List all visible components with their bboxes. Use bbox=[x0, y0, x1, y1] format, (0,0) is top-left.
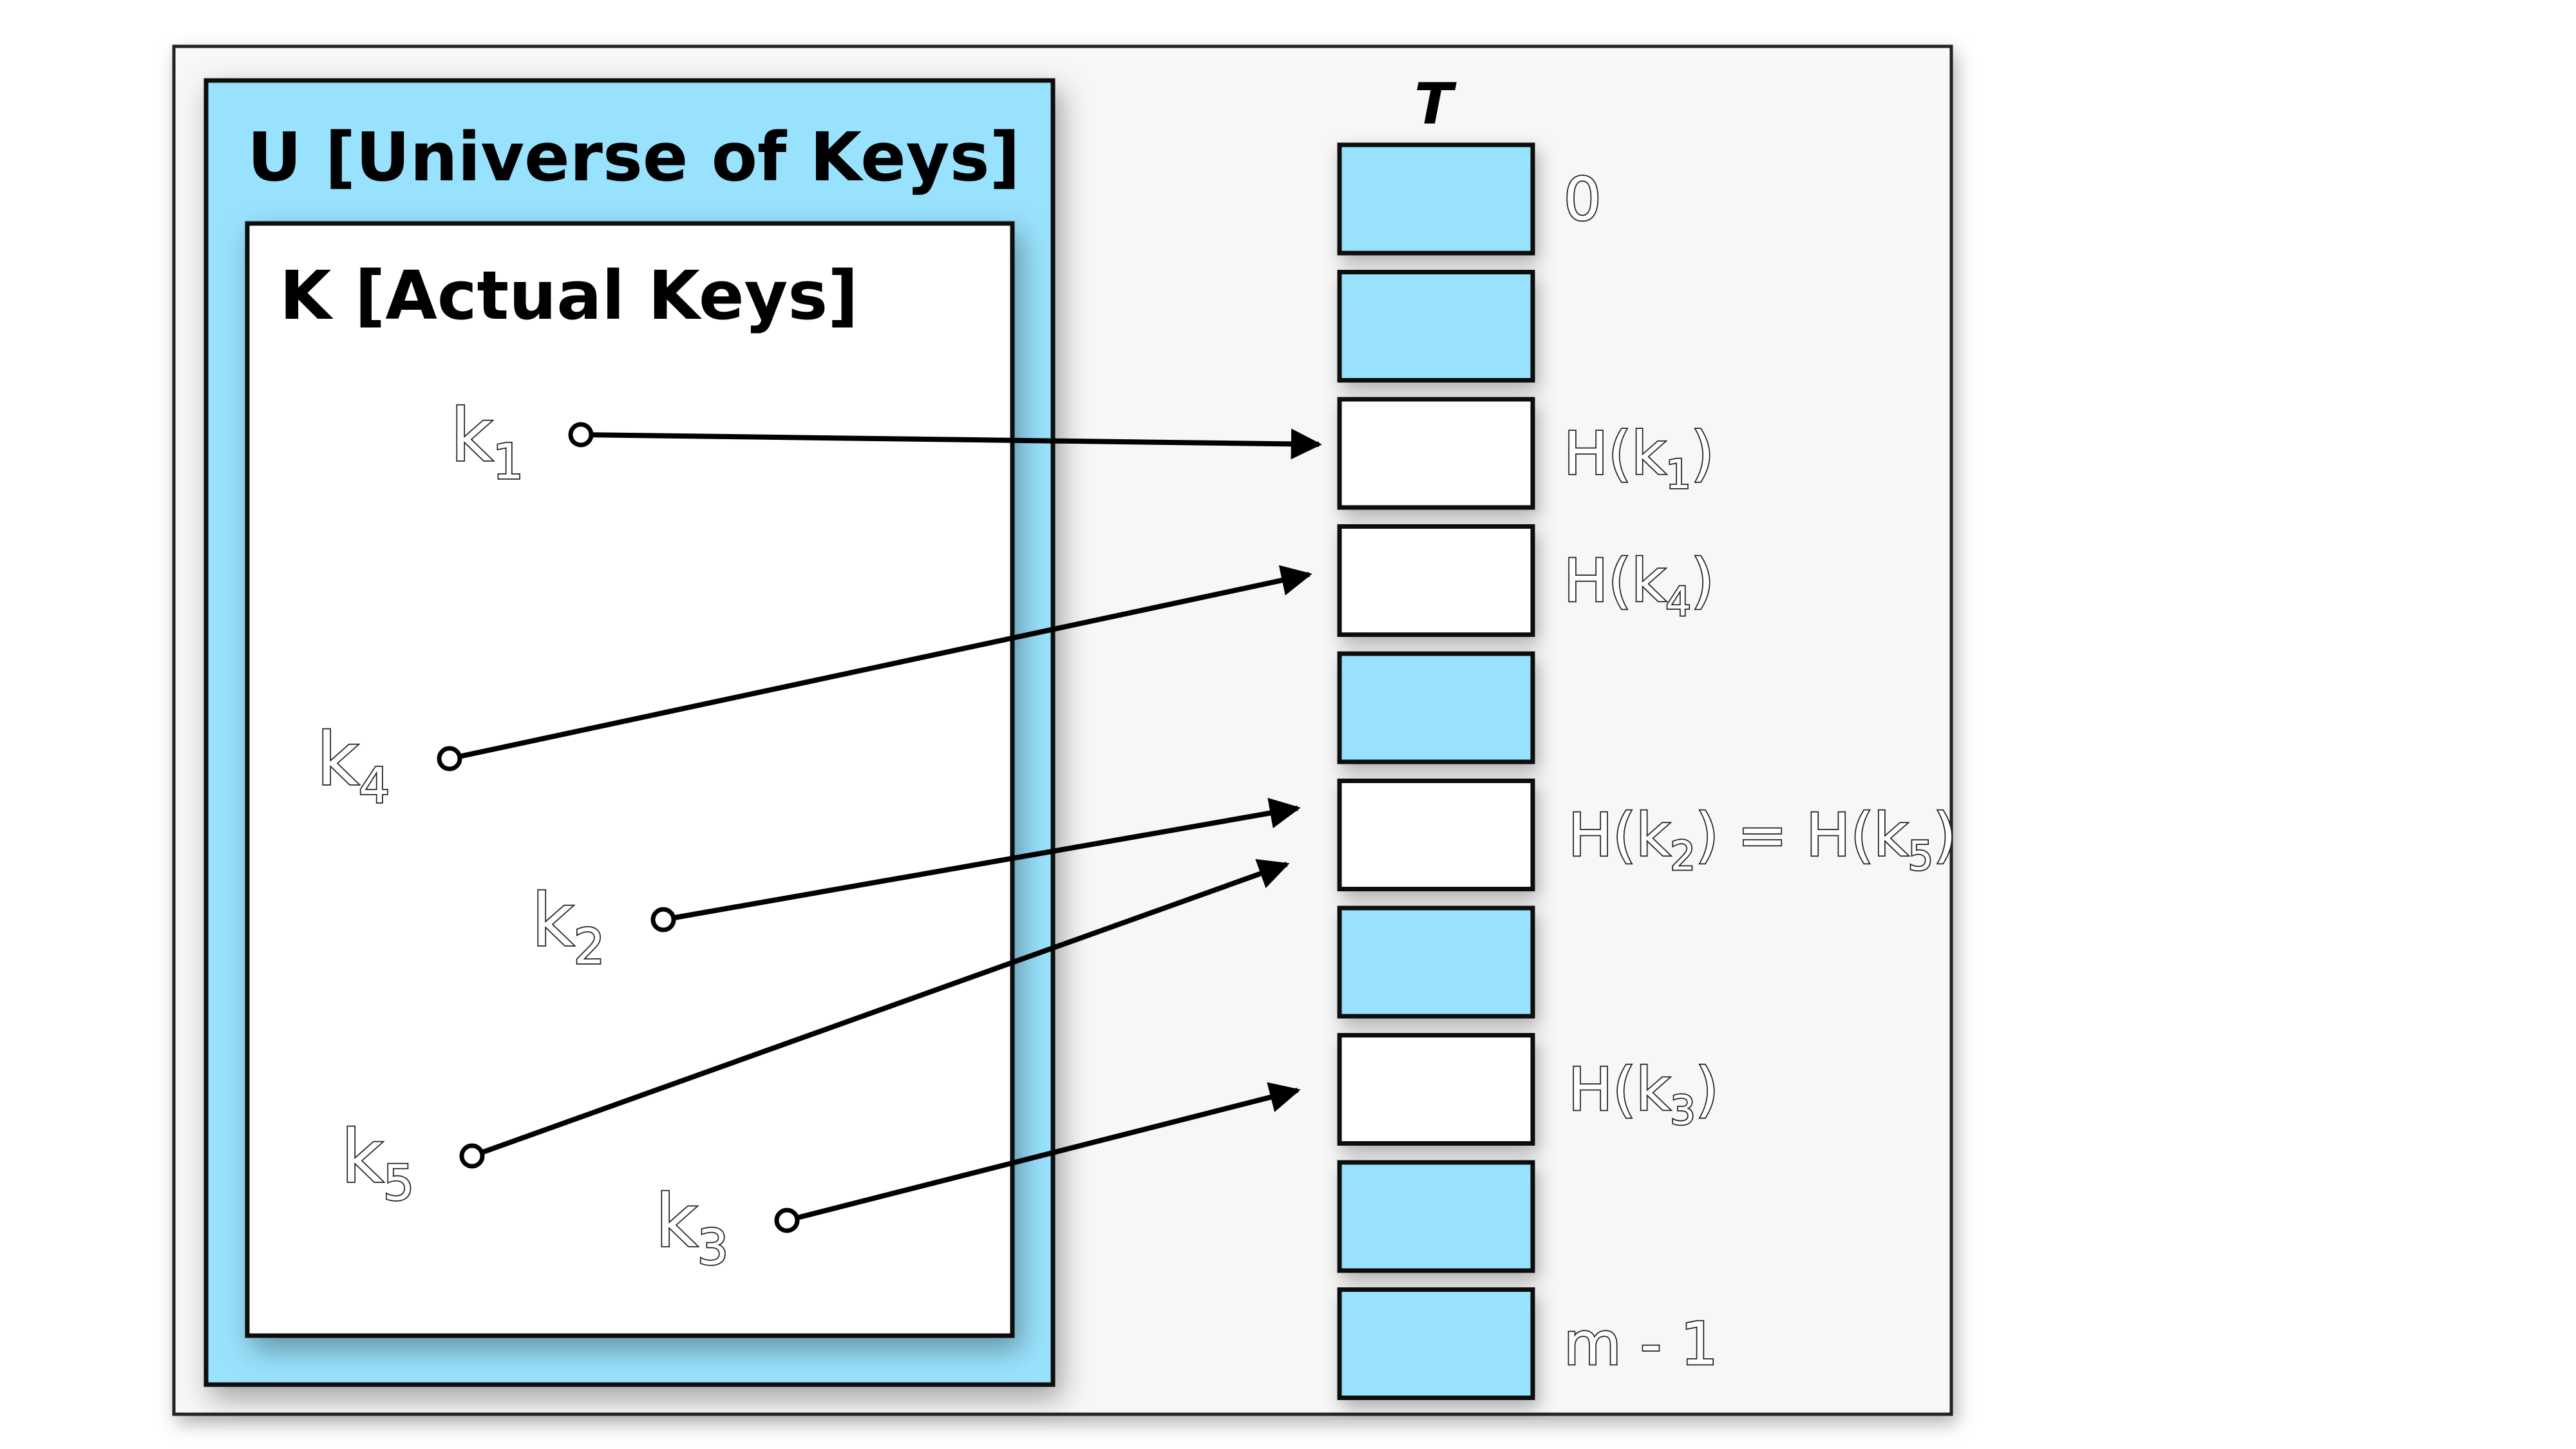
universe-title: U [Universe of Keys] bbox=[247, 118, 1020, 196]
arrow-key-1-to-slot-2 bbox=[580, 428, 1322, 460]
arrow-key-3-to-slot-7 bbox=[786, 1082, 1301, 1223]
arrow-key-4-to-slot-3 bbox=[449, 565, 1312, 761]
slot-label-2: H(k1) bbox=[1564, 419, 1714, 498]
slot-label-7: H(k3) bbox=[1568, 1056, 1719, 1134]
table-slot-3 bbox=[1337, 524, 1535, 637]
key-dot-k4 bbox=[437, 746, 462, 772]
hash-table-slots bbox=[1337, 142, 1535, 1400]
slot-label-5: H(k2) = H(k5) bbox=[1568, 801, 1956, 880]
key-label-k4: k4 bbox=[317, 718, 390, 814]
key-points: k1 k4 k2 k5 k3 bbox=[316, 393, 800, 1277]
key-label-k5: k5 bbox=[341, 1115, 414, 1211]
table-slot-4 bbox=[1337, 651, 1535, 764]
key-label-k3: k3 bbox=[656, 1180, 728, 1276]
key-dot-k5 bbox=[459, 1143, 485, 1169]
key-dot-k2 bbox=[650, 907, 676, 933]
table-title: T bbox=[1414, 71, 1457, 137]
table-slot-5 bbox=[1337, 779, 1535, 891]
arrow-key-2-to-slot-5 bbox=[663, 797, 1301, 922]
table-slot-1 bbox=[1337, 270, 1535, 383]
slot-label-3: H(k4) bbox=[1564, 547, 1714, 625]
slot-labels: 0H(k1) H(k4) H(k2) = H(k5) H(k3) m - 1 bbox=[1562, 164, 1958, 1379]
key-dot-k1 bbox=[568, 422, 594, 448]
actual-keys-title: K [Actual Keys] bbox=[279, 256, 858, 335]
arrow-key-5-to-slot-5 bbox=[471, 858, 1290, 1159]
table-slot-9 bbox=[1337, 1287, 1535, 1400]
table-slot-6 bbox=[1337, 905, 1535, 1019]
key-dot-k3 bbox=[774, 1208, 800, 1233]
slot-label-0: 0 bbox=[1564, 165, 1602, 234]
table-slot-7 bbox=[1337, 1033, 1535, 1146]
key-label-k1: k1 bbox=[451, 394, 524, 490]
slot-label-9: m - 1 bbox=[1564, 1310, 1718, 1379]
table-slot-8 bbox=[1337, 1160, 1535, 1273]
table-slot-0 bbox=[1337, 142, 1535, 256]
mapping-arrows bbox=[449, 428, 1322, 1223]
actual-keys-box bbox=[245, 221, 1015, 1338]
table-slot-2 bbox=[1337, 397, 1535, 510]
key-label-k2: k2 bbox=[532, 879, 605, 975]
